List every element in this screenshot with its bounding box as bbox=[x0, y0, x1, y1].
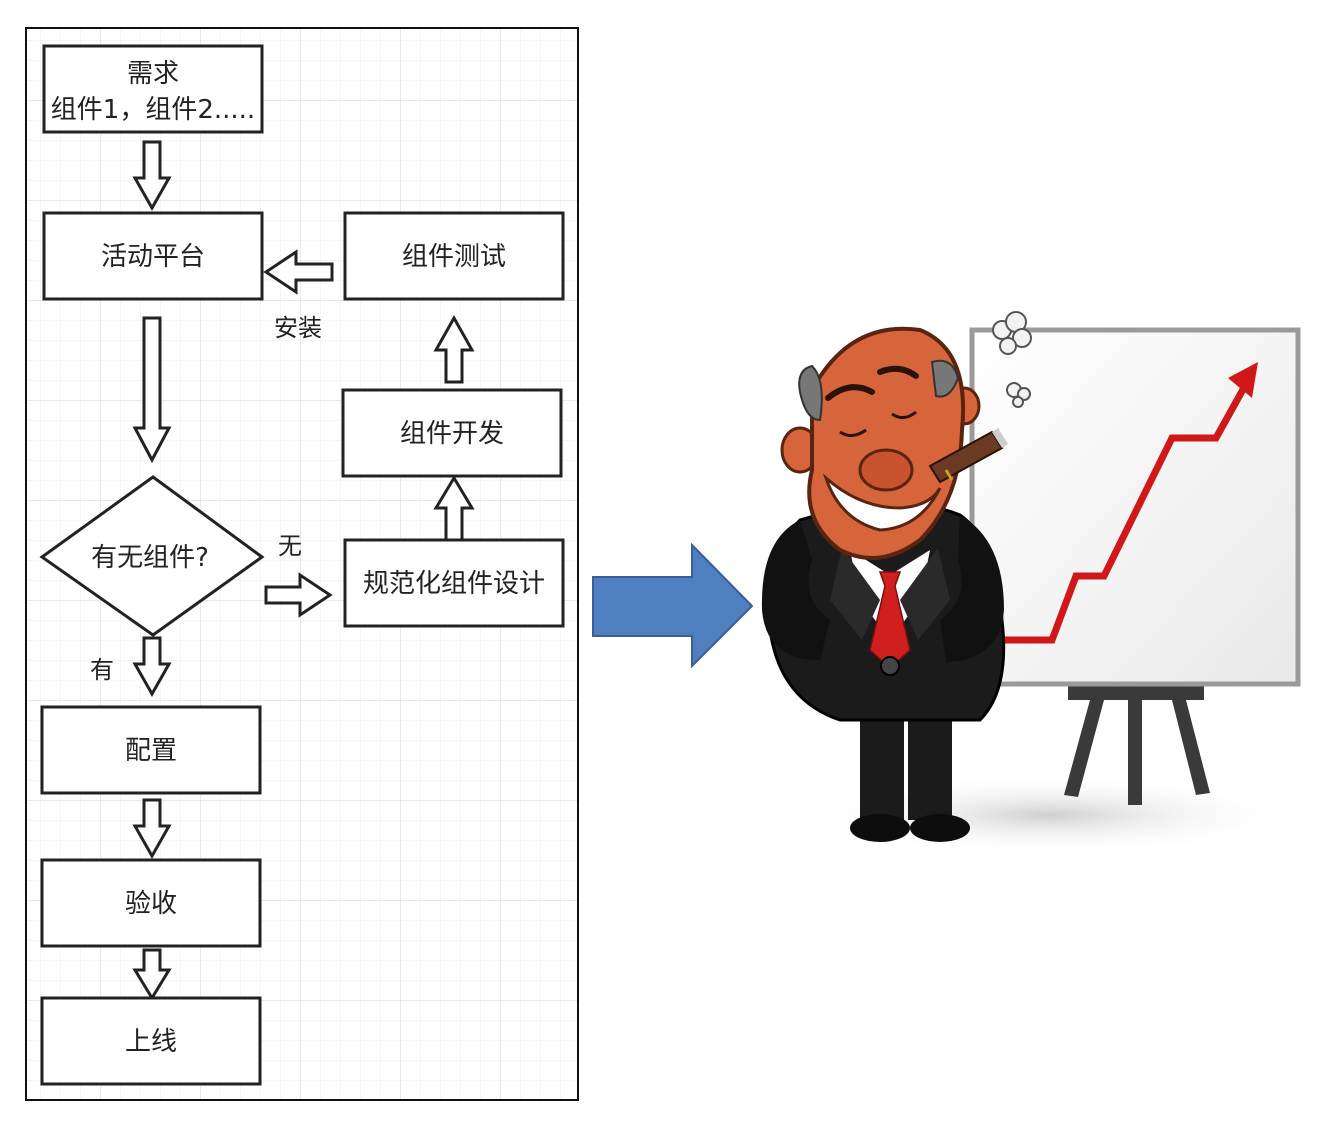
arrow-configure-to-acceptance bbox=[132, 798, 172, 860]
easel-leg-left bbox=[1064, 700, 1104, 797]
node-component-test: 组件测试 bbox=[343, 211, 565, 301]
install-label: 安装 bbox=[274, 314, 322, 342]
left-shoe bbox=[850, 814, 910, 842]
none-label: 无 bbox=[278, 532, 302, 560]
rising-trend-arrow-icon bbox=[1000, 382, 1250, 644]
hair-right bbox=[930, 359, 960, 398]
component-dev-label: 组件开发 bbox=[400, 419, 504, 449]
arrow-requirements-to-platform bbox=[132, 140, 172, 212]
big-right-arrow-icon bbox=[592, 542, 754, 669]
arrow-acceptance-to-golive bbox=[132, 948, 172, 1001]
standard-design-box bbox=[343, 538, 565, 628]
node-component-dev: 组件开发 bbox=[341, 388, 563, 478]
left-lapel bbox=[830, 548, 880, 640]
component-dev-box bbox=[341, 388, 563, 478]
left-eye bbox=[839, 428, 867, 437]
activity-platform-label: 活动平台 bbox=[101, 242, 205, 272]
easel-leg-center bbox=[1128, 700, 1142, 805]
requirements-components: 组件1，组件2..... bbox=[51, 95, 255, 125]
right-shoe bbox=[910, 814, 970, 842]
requirements-box bbox=[42, 44, 264, 134]
arrow-test-to-platform bbox=[263, 249, 334, 295]
panel-border bbox=[25, 27, 579, 1101]
right-arm bbox=[940, 515, 1004, 662]
node-requirements: 需求 组件1，组件2..... bbox=[42, 44, 264, 134]
configure-box bbox=[40, 705, 262, 795]
node-activity-platform: 活动平台 bbox=[42, 211, 264, 301]
right-lapel bbox=[900, 548, 950, 640]
right-eyebrow bbox=[877, 365, 919, 379]
node-go-live: 上线 bbox=[40, 996, 262, 1086]
right-eye bbox=[891, 410, 917, 419]
trend-arrow-head bbox=[1228, 362, 1258, 398]
grin bbox=[822, 473, 942, 532]
smoke-puff-icon bbox=[992, 311, 1032, 408]
flowchart-panel: 需求 组件1，组件2..... 活动平台 组件测试 安装 组件开发 bbox=[25, 27, 579, 1101]
node-acceptance: 验收 bbox=[40, 858, 262, 948]
decision-diamond bbox=[39, 475, 265, 637]
businessman-body bbox=[761, 502, 1006, 842]
businessman-illustration bbox=[761, 311, 1301, 855]
arrow-decision-to-configure bbox=[132, 636, 172, 698]
cigar-icon bbox=[928, 428, 1008, 484]
jacket-button bbox=[880, 656, 900, 676]
acceptance-box bbox=[40, 858, 262, 948]
left-arm bbox=[761, 520, 830, 660]
requirements-title: 需求 bbox=[127, 59, 179, 89]
go-live-box bbox=[40, 996, 262, 1086]
component-test-label: 组件测试 bbox=[402, 242, 506, 272]
arrow-dev-to-test bbox=[433, 314, 475, 384]
configure-label: 配置 bbox=[125, 736, 177, 766]
arrow-design-to-dev bbox=[433, 475, 475, 542]
acceptance-label: 验收 bbox=[125, 889, 177, 919]
standard-design-label: 规范化组件设计 bbox=[363, 569, 545, 599]
activity-platform-box bbox=[42, 211, 264, 301]
component-test-box bbox=[343, 211, 565, 301]
businessman-head bbox=[780, 326, 1008, 560]
left-eyebrow bbox=[825, 384, 875, 401]
easel-leg-right bbox=[1172, 700, 1210, 795]
go-live-label: 上线 bbox=[125, 1027, 177, 1057]
decision-label: 有无组件? bbox=[91, 543, 209, 573]
arrow-platform-to-decision bbox=[132, 316, 172, 464]
node-standard-design: 规范化组件设计 bbox=[343, 538, 565, 628]
has-label: 有 bbox=[90, 656, 114, 684]
tie bbox=[869, 571, 911, 670]
node-has-component-decision: 有无组件? bbox=[39, 475, 265, 637]
arrow-decision-to-design bbox=[264, 572, 333, 618]
node-configure: 配置 bbox=[40, 705, 262, 795]
nose bbox=[858, 448, 914, 492]
hair-left bbox=[798, 364, 823, 422]
